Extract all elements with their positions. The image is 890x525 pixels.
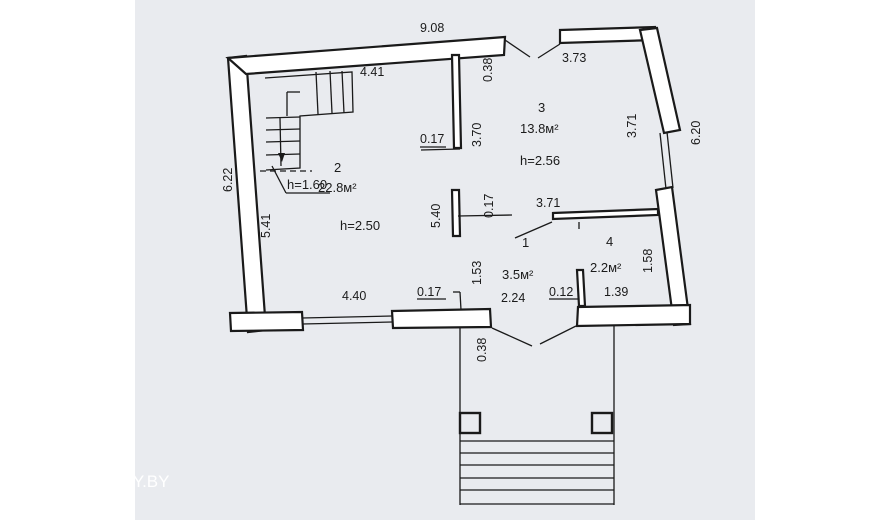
dim-entrance-wall: 0.38 [475,338,489,362]
room2-number: 2 [334,160,341,175]
dim-room4-width: 1.39 [604,285,628,299]
door-swing-top-b [537,43,561,59]
room4-number: 4 [606,234,613,249]
room1-area: 3.5м² [502,267,534,282]
watermark-logo-icon [30,464,48,488]
partition-upper [450,53,463,150]
dim-top-right: 3.73 [562,51,586,65]
wall-bottom-right [575,303,692,328]
staircase [260,70,354,194]
partition-upper-foot [420,148,461,151]
watermark-brand: REALTCITY.BY [52,472,169,491]
dim-room1-height: 1.53 [470,261,484,285]
wall-bottom-mid [390,307,493,330]
partition-room4-top [551,207,660,221]
window-bottom [301,315,393,319]
room2-area: 22.8м² [318,180,357,195]
window-right-sill [666,131,674,189]
dim-partition-thick-b: 0.17 [482,194,496,218]
dim-room4-top: 3.71 [536,196,560,210]
dim-room4-height: 1.58 [641,249,655,273]
room3-area: 13.8м² [520,121,559,136]
porch [458,326,615,505]
dim-partition-thick-a: 0.17 [420,132,444,146]
partition-room4-side [575,268,587,308]
dim-partition-thick-d: 0.12 [549,285,573,299]
window-right [659,132,667,190]
dim-partition-height: 3.70 [470,123,484,147]
room2-height: h=2.50 [340,218,380,233]
dim-top-total: 9.08 [420,21,444,35]
room3-height: h=2.56 [520,153,560,168]
window-bottom-sill [301,321,393,325]
door-swing-top-a [504,39,531,58]
dim-top-left-room: 4.41 [360,65,384,79]
dim-right-total: 6.20 [689,121,703,145]
wall-right [638,26,682,135]
partition-lower-arm [457,214,513,217]
dim-left-inner: 5.41 [259,214,273,238]
door-room1 [514,221,553,239]
porch-post-right [590,411,614,435]
door-swing-entrance-b [539,325,577,345]
wall-top [225,35,507,76]
partition-bottom-stub-v [459,291,462,311]
porch-post-left [458,411,482,435]
dim-bottom-left: 4.40 [342,289,366,303]
room1-number: 1 [522,235,529,250]
stair-height-note: h=1.60 [287,177,327,192]
wall-bottom-left [228,310,305,333]
dim-left-total: 6.22 [221,168,235,192]
watermark-caption: НЕДВИЖИМОСТЬ [52,461,121,470]
dim-partition-thick-c: 0.17 [417,285,441,299]
dim-room1-width: 2.24 [501,291,525,305]
dim-room3-side: 3.71 [625,114,639,138]
dim-wall-a: 0.38 [481,58,495,82]
room3-number: 3 [538,100,545,115]
door-swing-entrance-a [491,327,533,347]
room4-area: 2.2м² [590,260,622,275]
dim-partition-lower: 5.40 [429,204,443,228]
partition-lower [450,188,462,238]
